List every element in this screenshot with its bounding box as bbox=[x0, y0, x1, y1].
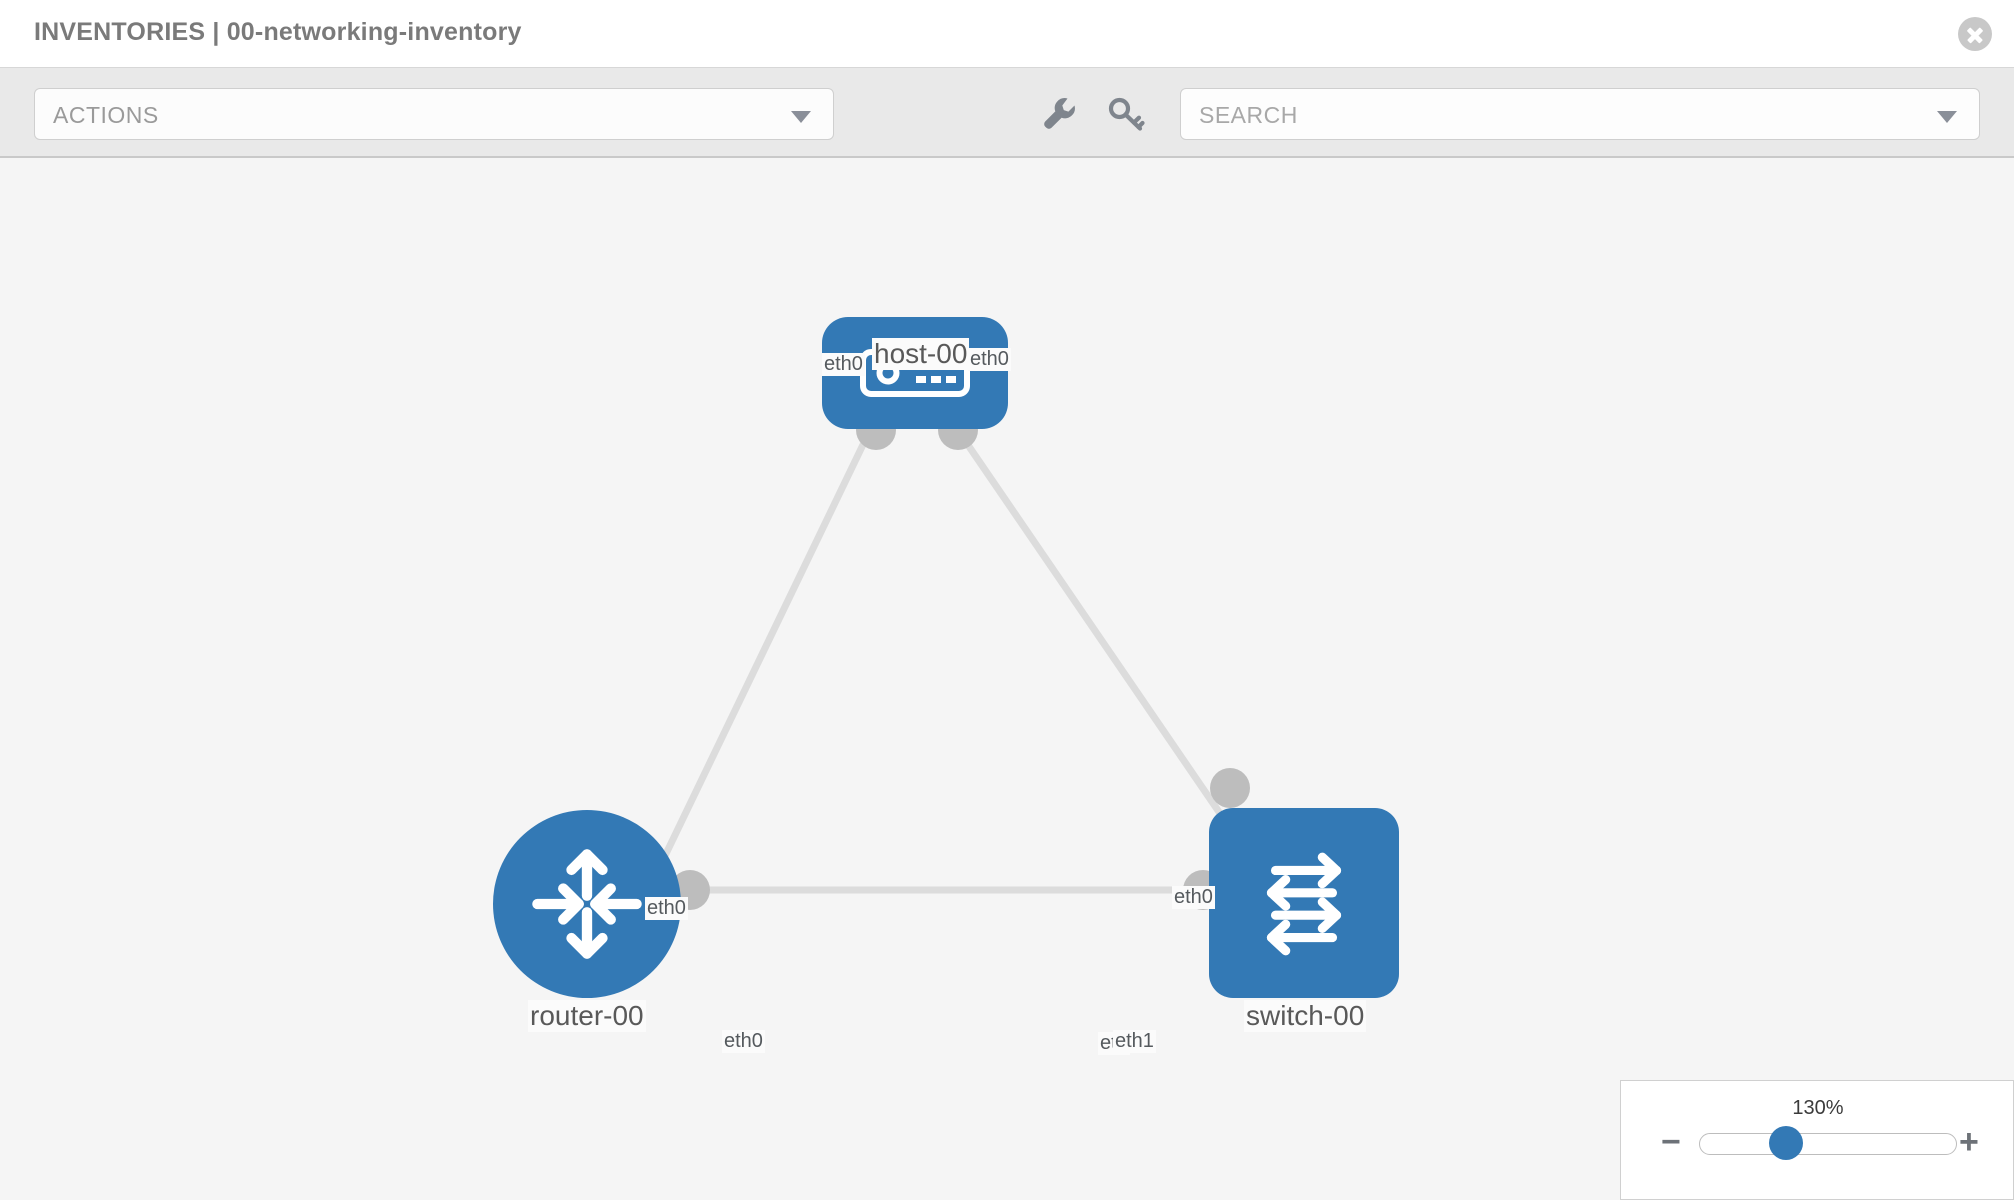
edge-label-router-right: eth0 bbox=[722, 1030, 765, 1053]
wrench-icon[interactable] bbox=[1037, 92, 1081, 136]
page-title: INVENTORIES | 00-networking-inventory bbox=[34, 18, 522, 46]
chevron-down-icon[interactable] bbox=[1937, 111, 1957, 123]
node-label-host: host-00 bbox=[872, 338, 970, 370]
plus-icon[interactable]: + bbox=[1959, 1123, 1979, 1161]
topology-canvas[interactable]: host-00 router-00 switch-00 eth0 eth0 et… bbox=[0, 160, 2014, 1200]
actions-dropdown-label: ACTIONS bbox=[53, 102, 159, 128]
node-label-switch: switch-00 bbox=[1244, 1000, 1367, 1032]
search-input[interactable]: SEARCH bbox=[1180, 88, 1980, 140]
socket-switch-top[interactable] bbox=[1210, 768, 1250, 808]
edge-label-host-left: eth0 bbox=[822, 353, 865, 376]
zoom-level-value: 130% bbox=[1792, 1097, 1844, 1119]
zoom-slider[interactable] bbox=[1699, 1133, 1957, 1155]
four-way-arrows-icon bbox=[532, 849, 642, 959]
edge-label-switch-up: eth0 bbox=[1172, 886, 1215, 909]
minus-icon[interactable]: − bbox=[1661, 1123, 1681, 1161]
close-icon[interactable] bbox=[1958, 17, 1992, 51]
edge-label-switch-left-b: eth1 bbox=[1113, 1030, 1156, 1053]
topology-edges bbox=[659, 424, 1248, 894]
search-placeholder: SEARCH bbox=[1199, 102, 1298, 128]
bidirectional-arrows-icon bbox=[1266, 852, 1342, 956]
actions-dropdown[interactable]: ACTIONS bbox=[34, 88, 834, 140]
key-icon[interactable] bbox=[1104, 92, 1148, 136]
node-label-router: router-00 bbox=[528, 1000, 646, 1032]
zoom-slider-thumb[interactable] bbox=[1769, 1126, 1803, 1160]
edge-label-router-up: eth0 bbox=[645, 897, 688, 920]
edge-label-host-right: eth0 bbox=[968, 348, 1011, 371]
node-switch-00[interactable] bbox=[1209, 808, 1399, 998]
page-header: INVENTORIES | 00-networking-inventory bbox=[0, 0, 2014, 68]
zoom-control-panel: 130% − + bbox=[1620, 1080, 2014, 1200]
toolbar: ACTIONS SEARCH bbox=[0, 68, 2014, 158]
chevron-down-icon bbox=[791, 111, 811, 123]
